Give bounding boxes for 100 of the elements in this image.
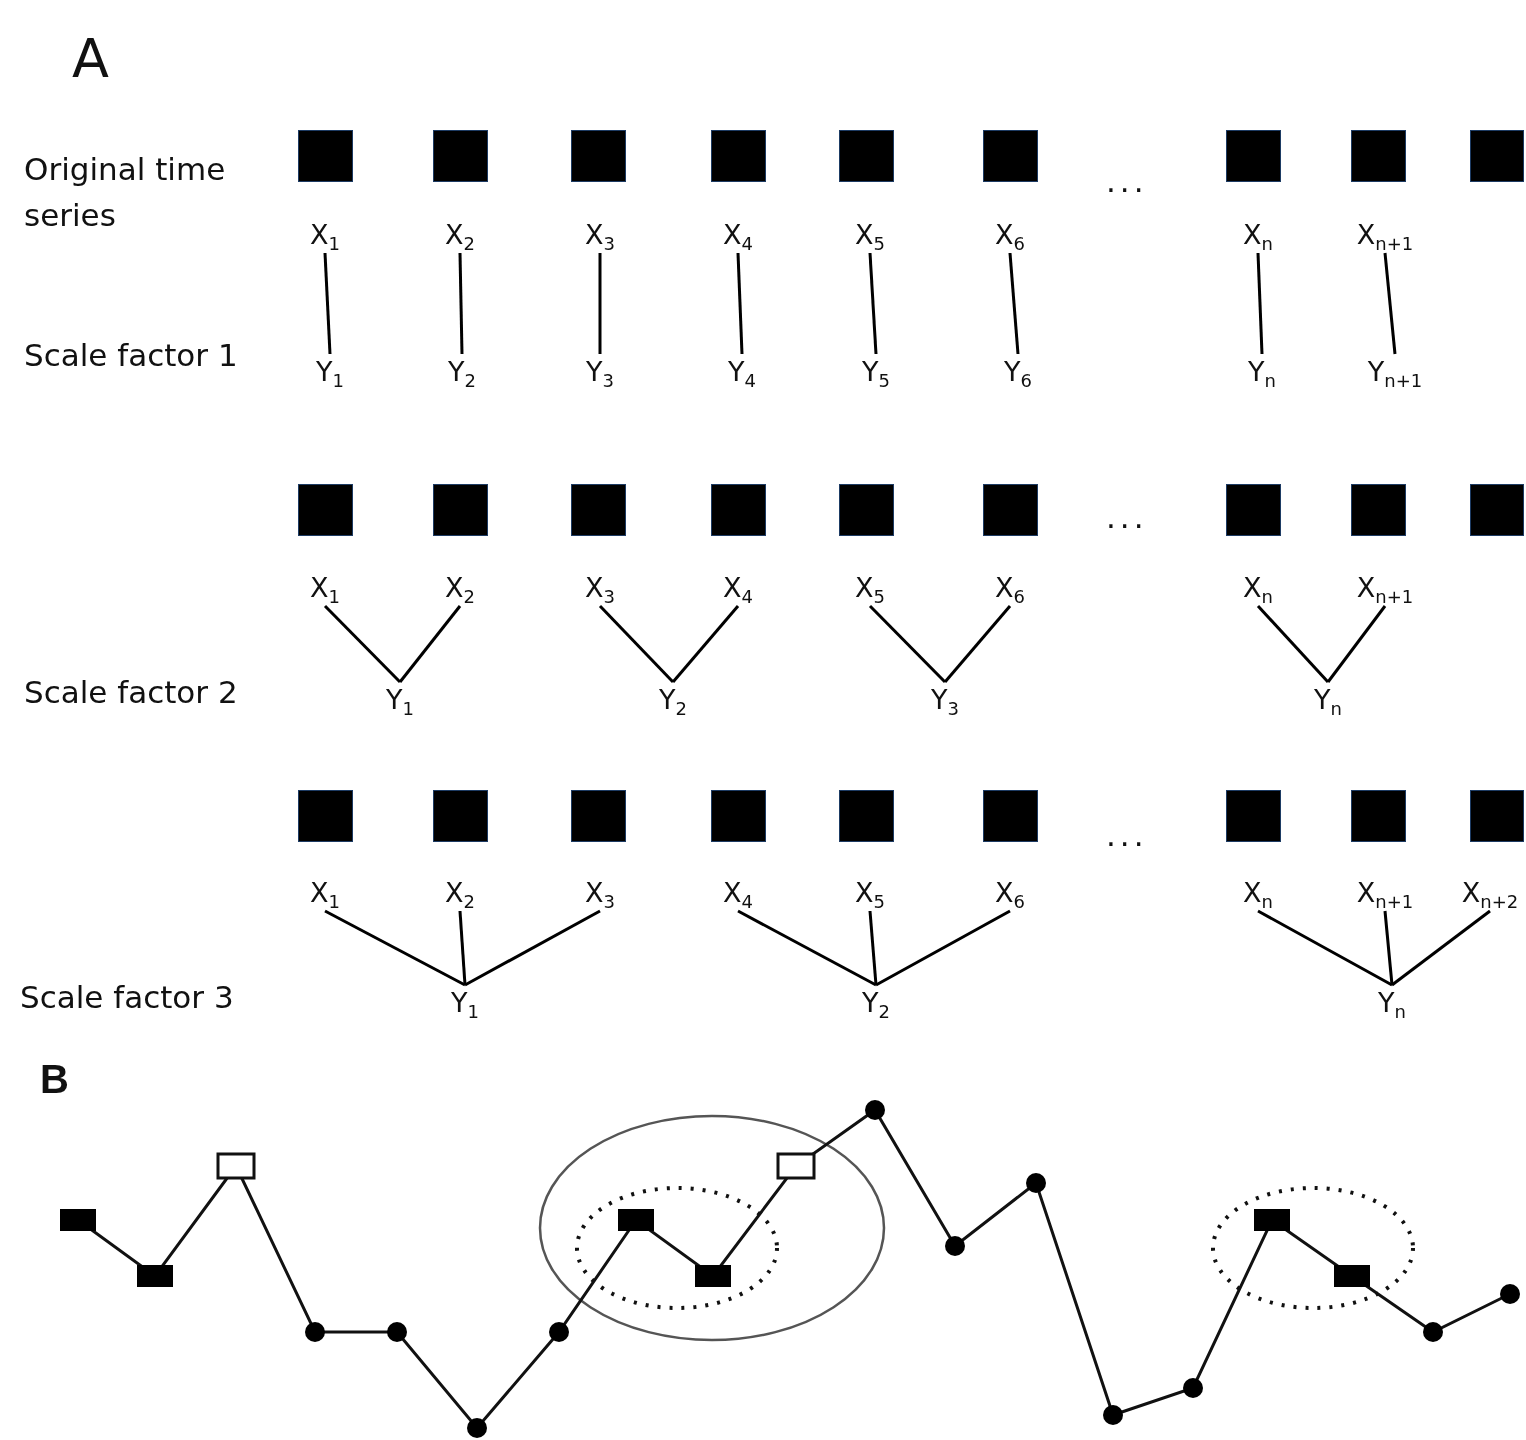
output-variable-label: Y$_{4}$ [728, 356, 756, 388]
data-point-square [433, 484, 488, 536]
input-variable-label: X$_{1}$ [310, 877, 340, 909]
row-label: Scale factor 1 [24, 336, 238, 375]
input-variable-label: X$_{5}$ [855, 572, 885, 604]
row-label: Scale factor 2 [24, 673, 238, 712]
input-variable-label: X$_{3}$ [585, 219, 615, 251]
connector-line [1256, 252, 1264, 355]
connector-line [868, 604, 947, 684]
input-variable-label: X$_{6}$ [995, 572, 1025, 604]
data-point-square [983, 130, 1038, 182]
input-variable-label: X$_{n}$ [1243, 572, 1273, 604]
connector-line [598, 253, 602, 354]
input-variable-label: X$_{n}$ [1243, 219, 1273, 251]
input-variable-label: X$_{3}$ [585, 877, 615, 909]
input-variable-label: X$_{1}$ [310, 572, 340, 604]
data-point-square [711, 130, 766, 182]
output-variable-label: Y$_{2}$ [862, 987, 890, 1019]
connector-line [1383, 252, 1397, 355]
output-variable-label: Y$_{1}$ [451, 987, 479, 1019]
connector-line [1257, 909, 1393, 987]
input-variable-label: X$_{n+1}$ [1356, 219, 1414, 251]
input-variable-label: X$_{2}$ [445, 219, 475, 251]
data-point-square [1351, 130, 1406, 182]
input-variable-label: X$_{n+1}$ [1356, 572, 1414, 604]
ellipsis: ... [1106, 816, 1148, 855]
connector-line [458, 252, 464, 355]
input-variable-label: X$_{4}$ [723, 219, 753, 251]
connector-line [868, 910, 878, 986]
connector-line [1256, 605, 1330, 683]
row-label: Scale factor 3 [20, 978, 234, 1017]
output-variable-label: Y$_{3}$ [931, 684, 959, 716]
output-variable-label: Y$_{n}$ [1314, 684, 1342, 716]
connector-line [736, 252, 744, 355]
connector-line [464, 909, 601, 987]
data-point-square [1226, 790, 1281, 842]
input-variable-label: X$_{n+1}$ [1356, 877, 1414, 909]
data-point-square [433, 130, 488, 182]
input-variable-label: X$_{2}$ [445, 572, 475, 604]
panel-letter: A [72, 28, 109, 90]
output-variable-label: Y$_{n}$ [1248, 356, 1276, 388]
output-variable-label: Y$_{3}$ [586, 356, 614, 388]
connector-line [458, 910, 467, 986]
connector-line [598, 604, 675, 684]
data-point-square [298, 790, 353, 842]
input-variable-label: X$_{6}$ [995, 219, 1025, 251]
data-point-square [983, 790, 1038, 842]
connector-line [1008, 252, 1020, 355]
output-variable-label: Y$_{1}$ [386, 684, 414, 716]
output-variable-label: Y$_{2}$ [659, 684, 687, 716]
connector-line [323, 252, 332, 355]
data-point-square [1226, 130, 1281, 182]
input-variable-label: X$_{1}$ [310, 219, 340, 251]
connector-line [737, 909, 877, 987]
data-point-square [711, 484, 766, 536]
data-point-square [839, 130, 894, 182]
connector-line [1391, 909, 1491, 987]
connector-line [671, 605, 740, 683]
connector-line [323, 604, 402, 684]
data-point-square [839, 790, 894, 842]
data-point-square [571, 790, 626, 842]
data-point-square [839, 484, 894, 536]
output-variable-label: Y$_{5}$ [862, 356, 890, 388]
input-variable-label: X$_{3}$ [585, 572, 615, 604]
data-point-square [298, 484, 353, 536]
data-point-square [711, 790, 766, 842]
data-point-square [1351, 484, 1406, 536]
ellipsis: ... [1106, 498, 1148, 537]
data-point-square [1351, 790, 1406, 842]
input-variable-label: X$_{6}$ [995, 877, 1025, 909]
data-point-square [1470, 484, 1524, 536]
output-variable-label: Y$_{2}$ [448, 356, 476, 388]
input-variable-label: X$_{5}$ [855, 877, 885, 909]
data-point-square [571, 484, 626, 536]
output-variable-label: Y$_{n+1}$ [1367, 356, 1423, 388]
connector-line [868, 252, 878, 355]
input-variable-label: X$_{n}$ [1243, 877, 1273, 909]
connector-line [875, 909, 1011, 987]
output-variable-label: Y$_{1}$ [316, 356, 344, 388]
panel-letter: B [40, 1056, 69, 1102]
connector-line [398, 605, 462, 683]
input-variable-label: X$_{n+2}$ [1461, 877, 1519, 909]
row-label: Original time series [24, 150, 227, 235]
output-variable-label: Y$_{6}$ [1004, 356, 1032, 388]
connector-line [324, 909, 466, 987]
input-variable-label: X$_{2}$ [445, 877, 475, 909]
data-point-square [1226, 484, 1281, 536]
connector-line [1326, 605, 1387, 683]
input-variable-label: X$_{4}$ [723, 572, 753, 604]
data-point-square [983, 484, 1038, 536]
data-point-square [433, 790, 488, 842]
output-variable-label: Y$_{n}$ [1378, 987, 1406, 1019]
connector-line [943, 605, 1012, 683]
ellipsis: ... [1106, 162, 1148, 201]
input-variable-label: X$_{4}$ [723, 877, 753, 909]
input-variable-label: X$_{5}$ [855, 219, 885, 251]
data-point-square [1470, 790, 1524, 842]
data-point-square [571, 130, 626, 182]
data-point-square [1470, 130, 1524, 182]
connector-line [1383, 910, 1394, 986]
